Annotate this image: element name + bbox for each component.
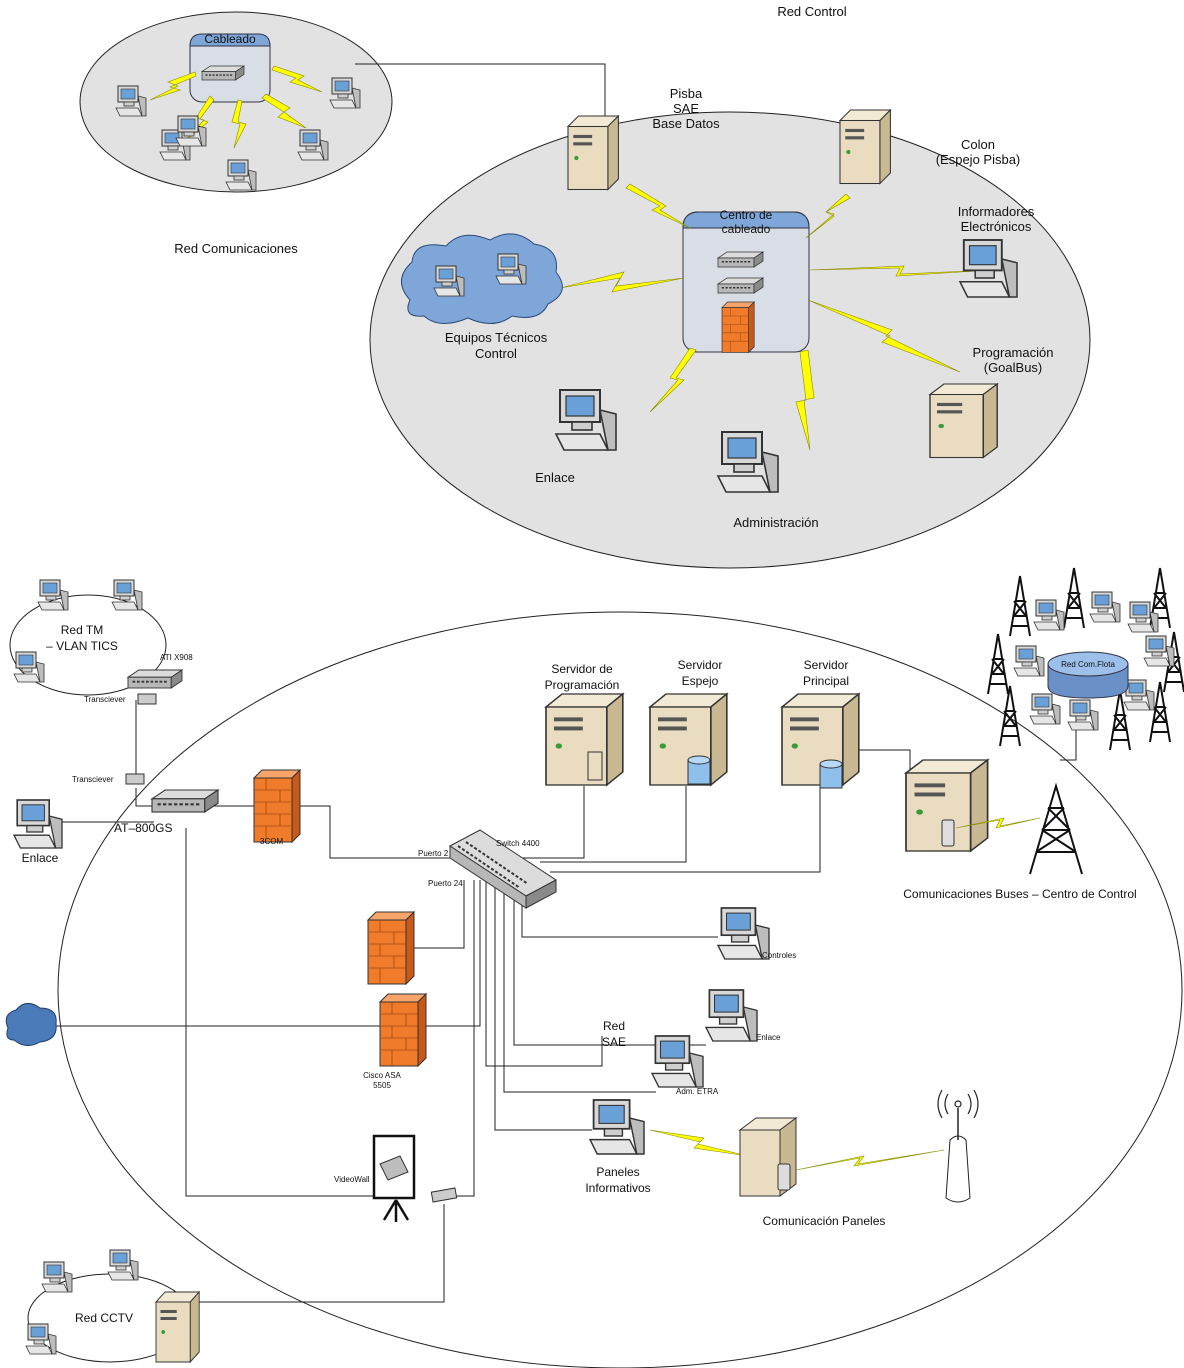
adm-etra-pc — [651, 1035, 704, 1088]
red-cctv-label: Red CCTV — [75, 1311, 133, 1325]
informadores-label-1: Informadores — [958, 204, 1035, 219]
comms-to-pisba-link — [355, 63, 606, 138]
programacion-label-1: Programación — [973, 345, 1054, 360]
comunicacion-paneles-label: Comunicación Paneles — [763, 1214, 886, 1228]
red-sae-label-1: Red — [603, 1019, 625, 1033]
left-cloud — [5, 1003, 57, 1046]
servidor-espejo-label-2: Espejo — [682, 674, 719, 688]
enlace-left-label: Enlace — [22, 851, 59, 865]
enlace-left-pc — [13, 799, 63, 849]
firewall-3com-label: 3COM — [260, 837, 283, 846]
control-network-title: Red Control — [777, 4, 846, 19]
enlace-right-pc — [705, 989, 758, 1042]
switch4400-label: Switch 4400 — [496, 839, 540, 848]
cctv-pc-2 — [107, 1249, 139, 1281]
transciever-2-box — [125, 773, 145, 785]
buses-bolt — [955, 817, 1041, 829]
colon-server — [839, 109, 891, 185]
programacion-label-2: (GoalBus) — [984, 360, 1043, 375]
transciever-2-label: Transciever — [72, 775, 114, 784]
pisba-server — [567, 115, 619, 191]
center-label-1: Centro de — [720, 208, 773, 222]
comunicacion-paneles-server — [738, 1117, 798, 1197]
upper-network: Cableado Red Comunicaciones Red Control … — [79, 4, 1091, 569]
paneles-label-2: Informativos — [585, 1181, 650, 1195]
comms-hub-label: Cableado — [204, 32, 256, 46]
transciever-1-label: Transciever — [84, 695, 126, 704]
adm-etra-label: Adm. ETRA — [676, 1087, 719, 1096]
at800-label: AT–800GS — [114, 821, 172, 835]
videowall-label: VideoWall — [334, 1175, 370, 1184]
comms-network-label: Red Comunicaciones — [174, 241, 298, 256]
comms-hub — [189, 33, 271, 103]
cctv-pc-1 — [41, 1261, 73, 1293]
comunicaciones-buses-label: Comunicaciones Buses – Centro de Control — [903, 887, 1136, 901]
antenna-icon — [937, 1089, 979, 1203]
cisco-label-2: 5505 — [373, 1081, 391, 1090]
at800-switch — [150, 788, 220, 814]
comms-bolts — [149, 65, 323, 149]
red-tm-label-2: – VLAN TICS — [46, 639, 118, 653]
servidor-prog-label-2: Programación — [545, 678, 620, 692]
red-tm-label-1: Red TM — [61, 623, 103, 637]
equipos-cloud — [401, 233, 563, 324]
colon-label-1: Colon — [961, 137, 995, 152]
pisba-label-2: SAE — [673, 101, 699, 116]
paneles-label-1: Paneles — [596, 1165, 639, 1179]
colon-label-2: (Espejo Pisba) — [936, 152, 1021, 167]
administracion-label: Administración — [733, 515, 818, 530]
pisba-label-3: Base Datos — [652, 116, 720, 131]
videowall-icon — [372, 1134, 416, 1222]
cctv-server — [155, 1291, 200, 1363]
red-sae-label-2: SAE — [602, 1035, 626, 1049]
buses-tower-icon — [1029, 782, 1083, 875]
equipos-label-1: Equipos Técnicos — [445, 330, 548, 345]
videowall-device — [430, 1187, 458, 1203]
cisco-label-1: Cisco ASA — [363, 1071, 401, 1080]
ati-label: ATI X908 — [160, 653, 193, 662]
puerto2-label: Puerto 2 — [418, 849, 449, 858]
tm-pc-2 — [111, 579, 143, 611]
flota-hub — [1047, 651, 1129, 699]
enlace-right-label: Enlace — [756, 1033, 781, 1042]
tm-pc-3 — [13, 651, 45, 683]
center-cabling — [682, 211, 810, 353]
servidor-principal-label-2: Principal — [803, 674, 849, 688]
main-ellipse — [57, 611, 1183, 1368]
servidor-prog-label-1: Servidor de — [551, 662, 613, 676]
programacion-server — [929, 383, 998, 459]
firewall-middle — [367, 911, 415, 985]
control-bolts — [559, 183, 993, 451]
lower-network: Red TM – VLAN TICS ATI X908 Transciever … — [5, 567, 1184, 1368]
enlace-label: Enlace — [535, 470, 575, 485]
controles-label: Controles — [762, 951, 796, 960]
paneles-bolts — [649, 1129, 945, 1171]
firewall-3com — [253, 769, 301, 843]
transciever-1-box — [137, 693, 157, 705]
buses-phone-icon — [941, 819, 955, 847]
puerto24-label: Puerto 24 — [428, 879, 463, 888]
center-label-2: cableado — [722, 222, 771, 236]
servidor-prog — [545, 693, 624, 786]
equipos-label-2: Control — [475, 346, 517, 361]
espejo-db-icon — [687, 755, 711, 785]
servidor-prog-device — [587, 751, 603, 781]
red-tm-ellipse — [9, 594, 167, 696]
firewall-cisco — [379, 993, 427, 1067]
switch-4400 — [449, 829, 557, 909]
principal-db-icon — [819, 759, 843, 789]
informadores-label-2: Electrónicos — [961, 219, 1032, 234]
servidor-principal-label-1: Servidor — [804, 658, 849, 672]
ati-switch — [127, 669, 183, 689]
tm-pc-1 — [37, 579, 69, 611]
pisba-label-1: Pisba — [670, 86, 703, 101]
paneles-pc — [589, 1099, 645, 1155]
servidor-espejo-label-1: Servidor — [678, 658, 723, 672]
red-com-flota-label: Red Com.Flota — [1061, 660, 1115, 669]
